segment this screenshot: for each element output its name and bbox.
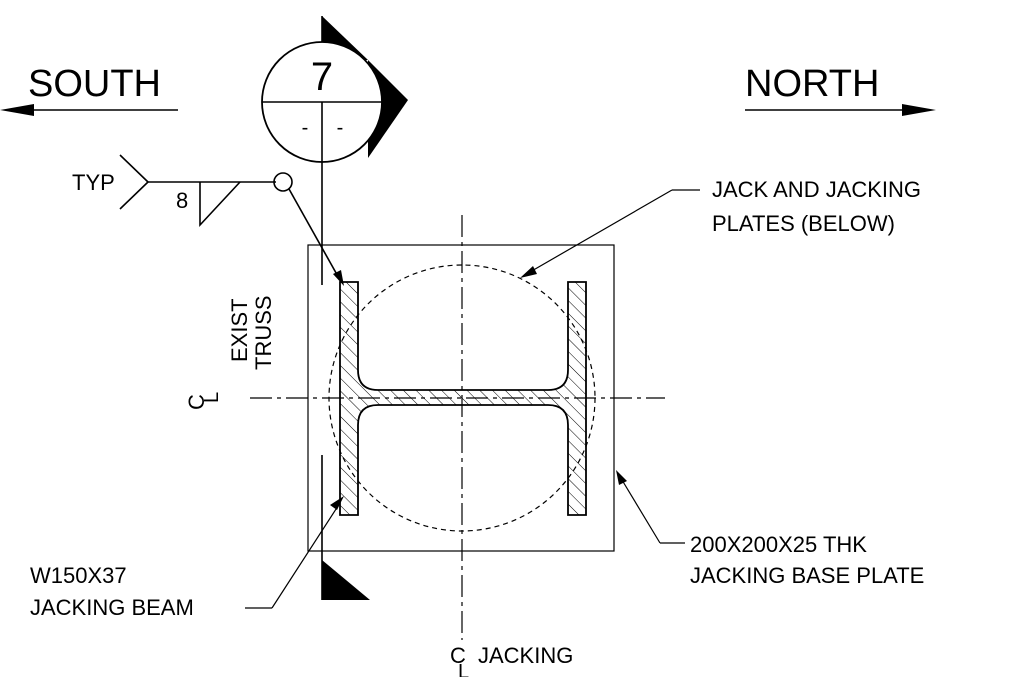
truss-label-line2: TRUSS (251, 295, 276, 370)
beam-leader-arrow-icon (330, 496, 344, 510)
section-marker: 7 - - (261, 41, 383, 163)
jack-plates-label-line1: JACK AND JACKING (712, 177, 921, 202)
section-ref-left: - (302, 117, 309, 139)
weld-typ-note: TYP (72, 170, 115, 195)
north-label: NORTH (745, 63, 879, 105)
jack-plates-label-line2: PLATES (BELOW) (712, 211, 895, 236)
weld-symbol: TYP 8 (72, 154, 344, 286)
south-arrow-icon (0, 104, 34, 116)
fillet-weld-icon (199, 181, 241, 228)
beam-label-line2: JACKING BEAM (30, 595, 194, 620)
jacking-beam-callout: W150X37 JACKING BEAM (30, 496, 344, 620)
truss-label-line1: EXIST (227, 298, 252, 362)
truss-cl-subscript: L (201, 392, 223, 403)
section-number: 7 (311, 55, 333, 99)
south-label: SOUTH (28, 63, 161, 105)
weld-tail-bottom (119, 181, 149, 210)
jack-plates-leader-arrow-icon (520, 266, 537, 278)
weld-all-around-icon (273, 172, 293, 192)
jacking-cl-text: JACKING (478, 643, 573, 668)
base-plate-label-line1: 200X200X25 THK (690, 532, 867, 557)
section-ref-right: - (337, 117, 344, 139)
weld-size: 8 (176, 188, 188, 213)
section-flag-bottom-icon (322, 560, 370, 600)
jacking-cl-label: C L JACKING (450, 643, 573, 677)
base-plate-callout: 200X200X25 THK JACKING BASE PLATE (616, 470, 924, 588)
exist-truss-label: EXIST TRUSS C L (184, 295, 276, 410)
jacking-cl-subscript: L (458, 661, 469, 677)
truss-cl-symbol: C (184, 394, 209, 410)
north-arrow-icon (902, 104, 936, 116)
base-plate-leader-arrow-icon (616, 470, 627, 485)
weld-tail-top (119, 154, 149, 183)
base-plate-label-line2: JACKING BASE PLATE (690, 563, 924, 588)
w-beam-section (339, 281, 587, 516)
jacking-cl-symbol: C (450, 643, 466, 668)
beam-label-line1: W150X37 (30, 563, 127, 588)
jack-plates-callout: JACK AND JACKING PLATES (BELOW) (520, 177, 921, 278)
